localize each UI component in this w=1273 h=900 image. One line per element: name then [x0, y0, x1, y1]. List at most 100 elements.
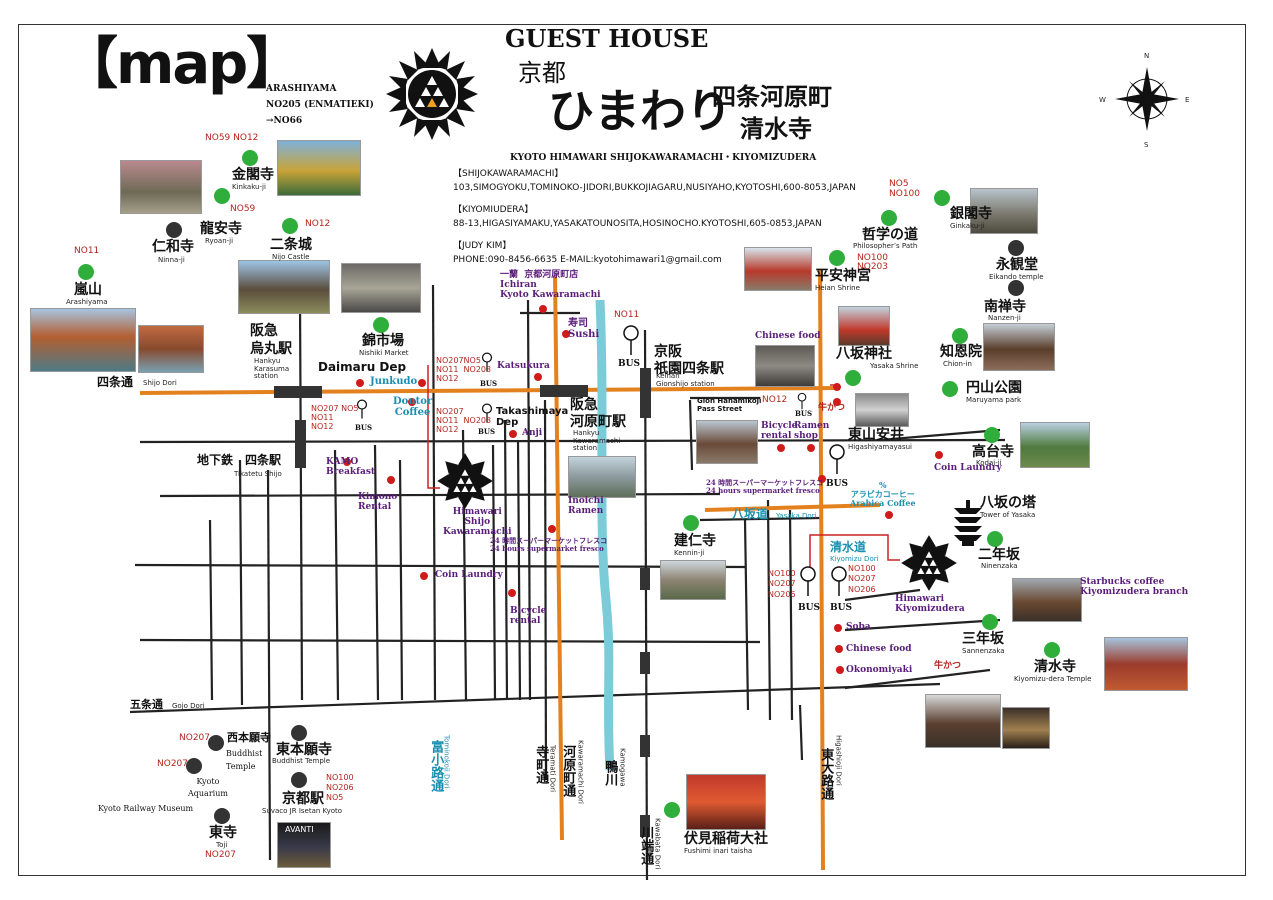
bicycle-2-dot[interactable]	[777, 444, 785, 452]
gojo-dori-en: Gojo Dori	[172, 702, 205, 710]
ramen-dot[interactable]	[807, 444, 815, 452]
ryoanji-marker[interactable]	[214, 188, 230, 204]
kamo-label: KAMO Breakfast	[326, 457, 376, 477]
bus-label: BUS	[830, 603, 852, 613]
coin-laundry-2-dot[interactable]	[935, 451, 943, 459]
bus-label: BUS	[478, 427, 496, 436]
kodaiji-marker[interactable]	[984, 427, 1000, 443]
ninenzaka-marker[interactable]	[987, 531, 1003, 547]
katsukura-dot[interactable]	[534, 373, 542, 381]
food-photo	[1002, 707, 1050, 749]
subway-shijo-block	[295, 420, 306, 468]
road-h4	[139, 638, 761, 644]
sannenzaka-en: Sannenzaka	[962, 647, 1005, 655]
ryoanji-en: Ryoan-ji	[205, 237, 234, 245]
sushi-dot[interactable]	[562, 330, 570, 338]
soba-dot[interactable]	[834, 624, 842, 632]
eikando-marker[interactable]	[1008, 240, 1024, 256]
okonomiyaki-dot[interactable]	[836, 666, 844, 674]
aquarium-marker[interactable]	[186, 758, 202, 774]
ichiran-dot[interactable]	[539, 305, 547, 313]
road-v8	[431, 284, 437, 701]
road-h1	[139, 438, 1006, 444]
nishiki-label: 錦市場	[362, 333, 404, 349]
railway-museum-label: Kyoto Railway Museum	[98, 804, 194, 813]
fresco-1-label: 24 時間スーパーマーケットフレスコ 24 hours supermarket …	[490, 536, 608, 553]
ginkakuji-label: 銀閣寺	[950, 206, 992, 222]
kiyomizu-marker[interactable]	[1044, 642, 1060, 658]
coin-laundry-1-dot[interactable]	[420, 572, 428, 580]
chinese-top-dot[interactable]	[833, 383, 841, 391]
junkudo-dot[interactable]	[418, 379, 426, 387]
tominokoji-label: 富小路通	[428, 740, 444, 792]
katsukura-label: Katsukura	[497, 361, 550, 371]
inoichi-dot[interactable]	[548, 525, 556, 533]
kamogawa-river	[595, 299, 615, 771]
maruyama-marker[interactable]	[942, 381, 958, 397]
nishiki-marker[interactable]	[373, 317, 389, 333]
yasaka-shrine-en: Yasaka Shrine	[870, 362, 919, 370]
philosopher-marker[interactable]	[881, 210, 897, 226]
bus-label: BUS	[480, 379, 498, 388]
anji-dot[interactable]	[509, 430, 517, 438]
rail-segment-3	[640, 735, 650, 757]
gyukatsu-1-dot[interactable]	[833, 398, 841, 406]
heian-marker[interactable]	[829, 250, 845, 266]
road-h5	[129, 682, 941, 714]
fushimi-marker[interactable]	[664, 802, 680, 818]
nanzenji-marker[interactable]	[1008, 280, 1024, 296]
kyotoeki-marker[interactable]	[291, 772, 307, 788]
bus-label: BUS	[795, 409, 813, 418]
ginkakuji-photo	[970, 188, 1038, 234]
himawari-shijo-marker-icon	[437, 453, 493, 509]
kinkakuji-marker[interactable]	[242, 150, 258, 166]
kamo-dot[interactable]	[343, 458, 351, 466]
nijo-label: 二条城	[270, 237, 312, 253]
road-v19	[788, 509, 794, 721]
arabica-label: % アラビカコーヒー Arabica Coffee	[850, 480, 916, 508]
nishihonganji-marker[interactable]	[208, 735, 224, 751]
nijo-marker[interactable]	[282, 218, 298, 234]
nijo-bus: NO12	[305, 219, 331, 229]
road-v7	[398, 459, 404, 701]
kimono-dot[interactable]	[387, 476, 395, 484]
yasaka-shrine-marker[interactable]	[845, 370, 861, 386]
teramachi-label: 寺町通	[533, 745, 549, 784]
walk-route-kiyo	[809, 534, 900, 575]
toji-en: Toji	[216, 841, 228, 849]
bus-routes-shijo-west: NO207 NO5 NO11 NO12	[311, 404, 359, 431]
ginkakuji-marker[interactable]	[934, 190, 950, 206]
sannenzaka-marker[interactable]	[982, 614, 998, 630]
karasuma-station-block	[274, 386, 322, 398]
higashihonganji-marker[interactable]	[291, 725, 307, 741]
chionin-marker[interactable]	[952, 328, 968, 344]
toji-marker[interactable]	[214, 808, 230, 824]
daimaru-dot[interactable]	[356, 379, 364, 387]
road-h8	[879, 428, 1001, 442]
nishihonganji-bus: NO207	[179, 733, 210, 743]
kiyomizu-dori-en: Kiyomizu Dori	[830, 555, 879, 563]
road-v2	[238, 459, 244, 706]
arashiyama-marker[interactable]	[78, 264, 94, 280]
chionin-en: Chion-in	[943, 360, 972, 368]
gyukatsu-1-label: 牛かつ	[818, 403, 846, 413]
arabica-dot[interactable]	[885, 511, 893, 519]
hotel-kiyo-label: Himawari Kiyomizudera	[895, 594, 965, 614]
nishihonganji-label: 西本願寺	[227, 731, 271, 744]
yasaka-dori-en: Yasaka Dori	[776, 512, 817, 520]
bicycle-1-dot[interactable]	[508, 589, 516, 597]
himawari-heading: ひまわり	[548, 84, 732, 138]
fresco-2-dot[interactable]	[818, 475, 826, 483]
kenninji-marker[interactable]	[683, 515, 699, 531]
road-v10	[491, 444, 497, 701]
rail-segment-4	[640, 815, 650, 837]
chionin-label: 知恩院	[940, 344, 982, 360]
bus-label: BUS	[826, 479, 848, 489]
chinese-dot[interactable]	[835, 645, 843, 653]
heian-photo	[744, 247, 812, 291]
doutor-dot[interactable]	[408, 398, 416, 406]
bicycle-2-label: Bicycle rental	[761, 421, 798, 441]
rail-segment-1	[640, 568, 650, 590]
ninnaji-marker[interactable]	[166, 222, 182, 238]
ninenzaka-label: 二年坂	[978, 547, 1020, 563]
